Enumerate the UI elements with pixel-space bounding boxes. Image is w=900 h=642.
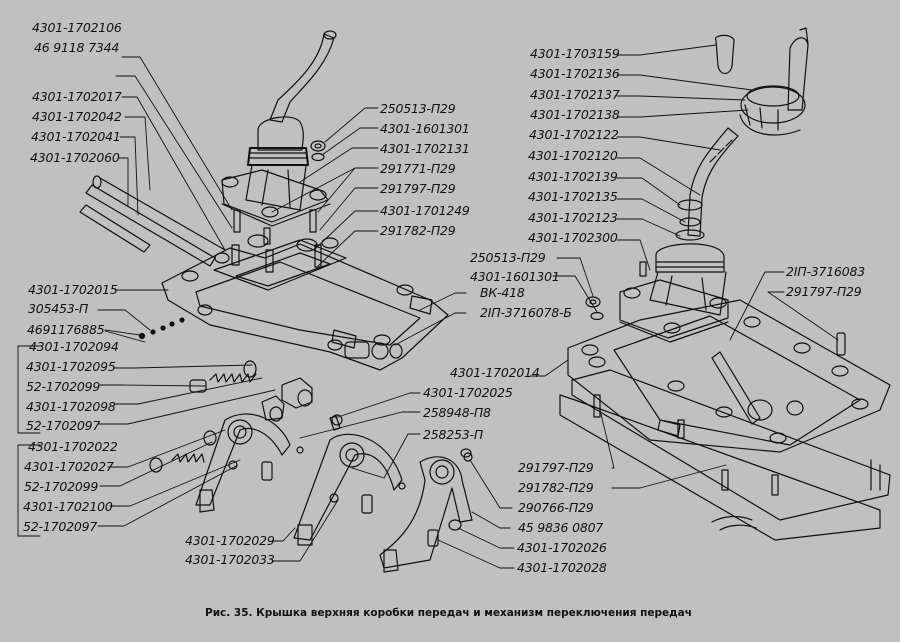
part-label: 4301-1702136	[530, 66, 620, 81]
part-label: 4301-1702138	[530, 107, 620, 122]
nut-washer-left	[310, 140, 326, 162]
part-label: 258948-П8	[423, 405, 491, 420]
top-cover-left	[161, 237, 449, 371]
part-label: 4301-1702095	[26, 359, 116, 374]
gear-lever-right	[687, 27, 809, 237]
part-label: 52-1702097	[26, 418, 101, 433]
part-label: 4301-1702100	[23, 499, 113, 514]
inner-lever-right	[711, 351, 804, 425]
lever-boot-left	[245, 116, 309, 211]
gear-lever-left	[269, 30, 337, 123]
part-label: 4301-1702026	[517, 540, 607, 555]
part-label: 250513-П29	[380, 101, 456, 116]
part-label: 4301-1702060	[30, 150, 120, 165]
part-label: 291797-П29	[786, 284, 862, 299]
lever-knob-right	[714, 34, 735, 75]
part-label: 4301-1702015	[28, 282, 118, 297]
lever-housing-right	[639, 199, 727, 316]
top-cover-right	[567, 299, 891, 453]
part-label: 4301-1702094	[29, 339, 119, 354]
shift-fork-1	[195, 413, 304, 513]
part-label: 4301-1702137	[530, 87, 620, 102]
springs-left	[149, 360, 257, 473]
part-label: 4301-1702022	[28, 439, 118, 454]
flange-right	[619, 279, 729, 343]
part-label: 4691176885	[27, 322, 105, 337]
part-label: 4301-1702017	[32, 89, 122, 104]
part-label: ВК-418	[480, 285, 525, 300]
shift-fork-2	[293, 433, 406, 546]
part-label: 291782-П29	[380, 223, 456, 238]
part-label: 250513-П29	[470, 250, 546, 265]
part-label: 4301-1702027	[24, 459, 114, 474]
plugs-center	[331, 414, 472, 458]
part-label: 4301-1702025	[423, 385, 513, 400]
part-label: 4301-1702042	[32, 109, 122, 124]
part-label: 290766-П29	[518, 500, 594, 515]
part-label: 4301-1601301	[380, 121, 470, 136]
part-label: 305453-П	[28, 301, 89, 316]
part-label: 45 9836 0807	[518, 520, 604, 535]
gasket-right	[559, 369, 891, 541]
part-label: 4301-1702014	[450, 365, 540, 380]
part-label: 4301-1701249	[380, 203, 470, 218]
part-label: 4301-1702123	[528, 210, 618, 225]
part-label: 4301-1702041	[31, 129, 121, 144]
part-label: 4301-1702122	[529, 127, 619, 142]
part-label: 52-1702099	[24, 479, 99, 494]
figure-caption: Рис. 35. Крышка верхняя коробки передач …	[205, 607, 692, 619]
part-label: 4301-1702029	[185, 533, 275, 548]
leader-lines	[17, 44, 839, 569]
part-label: 2IП-3716078-Б	[480, 305, 572, 320]
part-label: 4301-1702300	[528, 230, 618, 245]
part-label: 4301-1702033	[185, 552, 275, 567]
nut-washer-right	[585, 296, 604, 321]
detent-balls	[138, 317, 185, 340]
part-label: 291771-П29	[380, 161, 456, 176]
part-label: 291797-П29	[380, 181, 456, 196]
part-label: 4301-1703159	[530, 46, 620, 61]
part-label: 4301-1702028	[517, 560, 607, 575]
part-label: 2IП-3716083	[786, 264, 866, 279]
reverse-light-switch-left	[344, 341, 403, 360]
part-label: 52-1702099	[26, 379, 101, 394]
shift-blocks	[261, 377, 341, 431]
part-label: 4301-1702131	[380, 141, 470, 156]
part-label: 4301-1702106	[32, 20, 122, 35]
shift-fork-3	[379, 452, 473, 573]
lever-flange-left	[221, 169, 331, 227]
part-label: 291797-П29	[518, 460, 594, 475]
part-label: 4301-1702120	[528, 148, 618, 163]
part-label: 4301-1702139	[528, 169, 618, 184]
shift-rods-left	[79, 175, 226, 267]
part-label: 291782-П29	[518, 480, 594, 495]
part-label: 4301-1601301	[470, 269, 560, 284]
part-label: 46 9118 7344	[34, 40, 120, 55]
part-label: 258253-П	[423, 427, 484, 442]
part-label: 52-1702097	[23, 519, 98, 534]
part-label: 4301-1702098	[26, 399, 116, 414]
part-label: 4301-1702135	[528, 189, 618, 204]
